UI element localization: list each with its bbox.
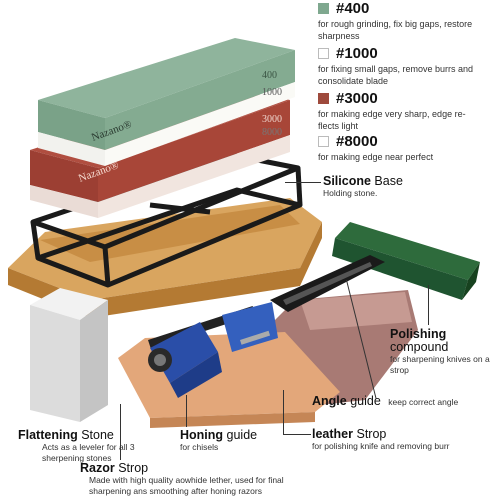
- polishing-compound-callout: Polishing compound for sharpening knives…: [390, 327, 490, 376]
- callout-description: for chisels: [180, 442, 219, 452]
- grit-description: for making edge near perfect: [318, 152, 434, 162]
- grit-description: for rough grinding, fix big gaps, restor…: [318, 19, 473, 41]
- callout-title: Angle guide: [312, 394, 381, 408]
- honing-guide-tool: [148, 302, 278, 398]
- angle-guide-bar: [270, 255, 385, 312]
- razor-leader-line: [120, 404, 121, 460]
- stone-num-400: 400: [262, 70, 277, 81]
- silicone-base-callout: Silicone Base Holding stone.: [323, 174, 403, 199]
- honing-leader-line: [186, 395, 187, 427]
- callout-title: Polishing: [390, 327, 447, 341]
- polishing-leader-line: [428, 285, 429, 325]
- callout-description: Made with high quality aowhide lether, u…: [89, 475, 284, 496]
- grit-swatch-8000: [318, 136, 329, 147]
- stone-num-3000: 3000: [262, 114, 282, 125]
- sharpening-stone-400-1000: Nazano®: [38, 38, 295, 166]
- grit-number: #3000: [336, 90, 378, 107]
- honing-guide-callout: Honing guide for chisels: [180, 428, 257, 453]
- callout-description: Acts as a leveler for all 3 sherpening s…: [42, 442, 135, 463]
- callout-title: leather Strop: [312, 427, 387, 441]
- stone-num-8000: 8000: [262, 127, 282, 138]
- angle-guide-callout: Angle guide keep correct angle: [312, 392, 458, 410]
- leather-strop-callout: leather Strop for polishing knife and re…: [312, 427, 490, 452]
- stone-num-1000: 1000: [262, 87, 282, 98]
- silicone-leader-line: [285, 182, 321, 183]
- flattening-stone-block: [30, 288, 108, 422]
- callout-description: keep correct angle: [388, 397, 459, 407]
- grit-swatch-400: [318, 3, 329, 14]
- razor-strop-callout: Razor Strop Made with high quality aowhi…: [80, 461, 380, 497]
- grit-swatch-1000: [318, 48, 329, 59]
- callout-subtitle: compound: [390, 340, 449, 354]
- callout-description: Holding stone.: [323, 188, 378, 198]
- grit-number: #400: [336, 0, 370, 17]
- leather-leader-line-h: [283, 434, 311, 435]
- silicone-base-frame: [30, 152, 303, 288]
- callout-title: Honing guide: [180, 428, 258, 442]
- grit-description: for making edge very sharp, edge re- fle…: [318, 109, 466, 131]
- grit-number: #1000: [336, 45, 378, 62]
- callout-title: Silicone Base: [323, 174, 403, 188]
- callout-title: Flattening Stone: [18, 428, 114, 442]
- leather-leader-line: [283, 390, 284, 434]
- grit-swatch-3000: [318, 93, 329, 104]
- grit-number: #8000: [336, 133, 378, 150]
- callout-description: for sharpening knives on a strop: [390, 354, 490, 375]
- callout-description: for polishing knife and removing burr: [312, 441, 450, 451]
- callout-title: Razor Strop: [80, 461, 149, 475]
- polishing-compound-bar: [332, 222, 480, 300]
- flattening-stone-callout: Flattening Stone Acts as a leveler for a…: [18, 428, 158, 464]
- grit-description: for fixing small gaps, remove burrs and …: [318, 64, 474, 86]
